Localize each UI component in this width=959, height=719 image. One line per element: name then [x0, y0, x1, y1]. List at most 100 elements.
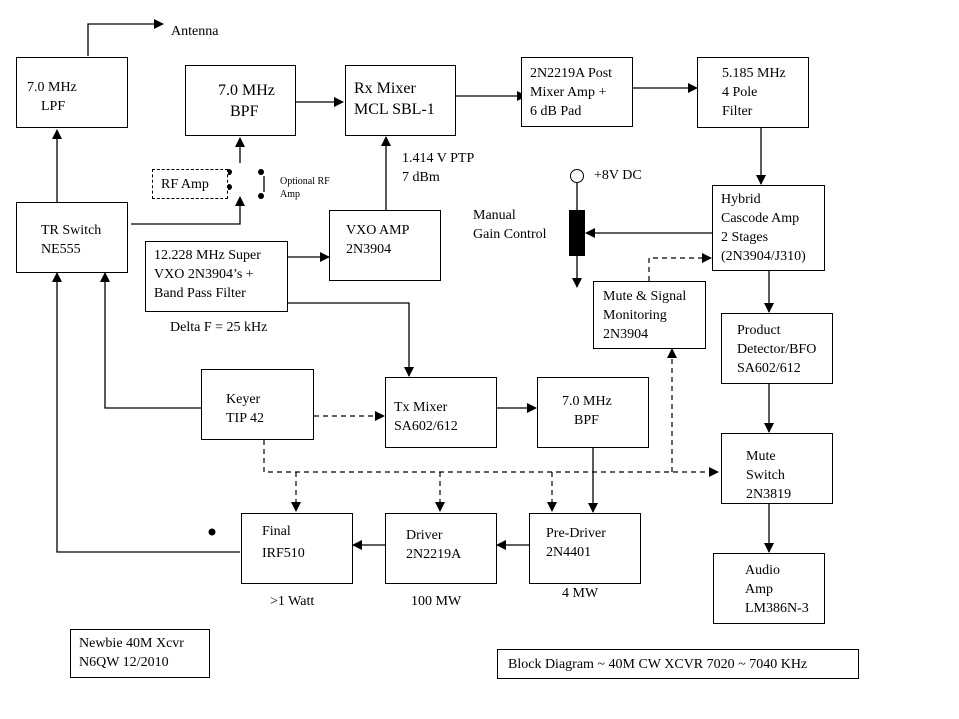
tx-mixer-label-2: SA602/612	[394, 419, 458, 434]
product-detector-label-3: SA602/612	[737, 361, 801, 376]
supply-terminal-icon	[570, 169, 584, 183]
vxo-label-1: 12.228 MHz Super	[154, 248, 261, 263]
rx-bpf-label-2: BPF	[230, 103, 259, 120]
cascode-amp-label-1: Hybrid	[721, 192, 761, 207]
rx-mixer-block: Rx Mixer MCL SBL-1	[345, 65, 456, 136]
keyer-to-tr-wire	[100, 272, 201, 409]
final-to-tr-wire	[52, 272, 240, 553]
tx-bpf-label-2: BPF	[574, 413, 599, 428]
tr-switch-label-2: NE555	[41, 242, 81, 257]
gain-control-label-2: Gain Control	[473, 227, 547, 242]
optional-rf-amp-note: Optional RF Amp	[280, 175, 330, 201]
pre-driver-label-1: Pre-Driver	[546, 526, 606, 541]
final-block: Final IRF510	[241, 513, 353, 584]
mute-monitor-block: Mute & Signal Monitoring 2N3904	[593, 281, 706, 349]
tr-switch-label-1: TR Switch	[41, 223, 102, 238]
rx-bpf-block: 7.0 MHz BPF	[185, 65, 296, 136]
diagram-title-box: Block Diagram ~ 40M CW XCVR 7020 ~ 7040 …	[497, 649, 859, 679]
vxo-amp-block: VXO AMP 2N3904	[329, 210, 441, 281]
vxo-to-txmixer-wire	[288, 302, 414, 377]
audio-amp-label-2: Amp	[745, 582, 773, 597]
gain-control-label-1: Manual	[473, 208, 516, 223]
cascode-amp-label-2: Cascode Amp	[721, 211, 800, 226]
audio-amp-label-1: Audio	[745, 563, 780, 578]
vxo-level-note: 1.414 V PTP 7 dBm	[402, 149, 474, 187]
product-detector-label-1: Product	[737, 323, 781, 338]
keyer-label-1: Keyer	[226, 392, 261, 407]
tx-bpf-block: 7.0 MHz BPF	[537, 377, 649, 448]
rx-bpf-label-1: 7.0 MHz	[218, 82, 275, 99]
antenna-wire	[87, 19, 164, 56]
mute-monitor-label-2: Monitoring	[603, 308, 667, 323]
junction-dot	[208, 528, 216, 536]
monitor-to-cascode-control	[648, 253, 712, 281]
cascode-amp-label-3: 2 Stages	[721, 230, 769, 245]
rx-mixer-label-1: Rx Mixer	[354, 80, 416, 97]
final-label-2: IRF510	[262, 546, 305, 561]
switch-contact	[258, 169, 264, 175]
cascode-amp-label-4: (2N3904/J310)	[721, 249, 806, 264]
post-mixer-amp-label-2: Mixer Amp +	[530, 85, 607, 100]
vxo-amp-label-1: VXO AMP	[346, 223, 410, 238]
gain-control-label: Manual Gain Control	[473, 206, 547, 244]
supply-label: +8V DC	[594, 168, 642, 183]
diagram-title: Block Diagram ~ 40M CW XCVR 7020 ~ 7040 …	[508, 657, 808, 672]
final-power-note: >1 Watt	[270, 594, 315, 609]
mute-switch-label-2: Switch	[746, 468, 785, 483]
gain-potentiometer-icon[interactable]	[569, 210, 585, 256]
credit-line-2: N6QW 12/2010	[79, 655, 169, 670]
audio-amp-label-3: LM386N-3	[745, 601, 809, 616]
post-mixer-amp-block: 2N2219A Post Mixer Amp + 6 dB Pad	[521, 57, 633, 127]
credit-line-1: Newbie 40M Xcvr	[79, 636, 184, 651]
switch-contact	[258, 193, 264, 199]
product-detector-label-2: Detector/BFO	[737, 342, 817, 357]
keyer-block: Keyer TIP 42	[201, 369, 314, 440]
post-mixer-amp-label-1: 2N2219A Post	[530, 66, 613, 81]
credit-box: Newbie 40M Xcvr N6QW 12/2010	[70, 629, 210, 678]
keyer-label-2: TIP 42	[226, 411, 264, 426]
product-detector-block: Product Detector/BFO SA602/612	[721, 313, 833, 384]
mute-monitor-label-1: Mute & Signal	[603, 289, 687, 304]
post-mixer-amp-label-3: 6 dB Pad	[530, 104, 582, 119]
vxo-level-note-1: 1.414 V PTP	[402, 151, 475, 166]
mute-switch-label-3: 2N3819	[746, 487, 792, 502]
tx-mixer-block: Tx Mixer SA602/612	[385, 377, 497, 448]
pre-driver-power-note: 4 MW	[562, 586, 599, 601]
rx-mixer-label-2: MCL SBL-1	[354, 101, 435, 118]
cascode-amp-block: Hybrid Cascode Amp 2 Stages (2N3904/J310…	[712, 185, 825, 271]
vxo-amp-label-2: 2N3904	[346, 242, 392, 257]
driver-block: Driver 2N2219A	[385, 513, 497, 584]
keyer-control-bus	[263, 440, 719, 477]
if-filter-label-2: 4 Pole	[722, 85, 758, 100]
if-filter-block: 5.185 MHz 4 Pole Filter	[697, 57, 809, 128]
lpf-label-1: 7.0 MHz	[27, 80, 77, 95]
driver-label-2: 2N2219A	[406, 547, 462, 562]
lpf-label-2: LPF	[41, 99, 66, 114]
vxo-level-note-2: 7 dBm	[402, 170, 440, 185]
vxo-label-2: VXO 2N3904’s +	[154, 267, 254, 282]
tr-switch-block: TR Switch NE555	[16, 202, 128, 273]
rf-amp-label: RF Amp	[161, 177, 209, 192]
mute-monitor-label-3: 2N3904	[603, 327, 649, 342]
pre-driver-block: Pre-Driver 2N4401	[529, 513, 641, 584]
optional-rf-amp-note-1: Optional RF	[280, 176, 330, 187]
driver-power-note: 100 MW	[411, 594, 462, 609]
tx-mixer-label-1: Tx Mixer	[394, 400, 448, 415]
lpf-block: 7.0 MHz LPF	[16, 57, 128, 128]
tx-bpf-label-1: 7.0 MHz	[562, 394, 612, 409]
mute-switch-block: Mute Switch 2N3819	[721, 433, 833, 504]
mute-switch-label-1: Mute	[746, 449, 776, 464]
if-filter-label-3: Filter	[722, 104, 753, 119]
vxo-block: 12.228 MHz Super VXO 2N3904’s + Band Pas…	[145, 241, 288, 312]
pre-driver-label-2: 2N4401	[546, 545, 592, 560]
audio-amp-block: Audio Amp LM386N-3	[713, 553, 825, 624]
final-label-1: Final	[262, 524, 291, 539]
vxo-label-3: Band Pass Filter	[154, 286, 246, 301]
driver-label-1: Driver	[406, 528, 443, 543]
optional-rf-amp-note-2: Amp	[280, 189, 300, 200]
rf-amp-block: RF Amp	[152, 169, 228, 199]
delta-f-note: Delta F = 25 kHz	[170, 320, 268, 335]
tr-to-rfamp-wire	[131, 196, 245, 225]
if-filter-label-1: 5.185 MHz	[722, 66, 786, 81]
